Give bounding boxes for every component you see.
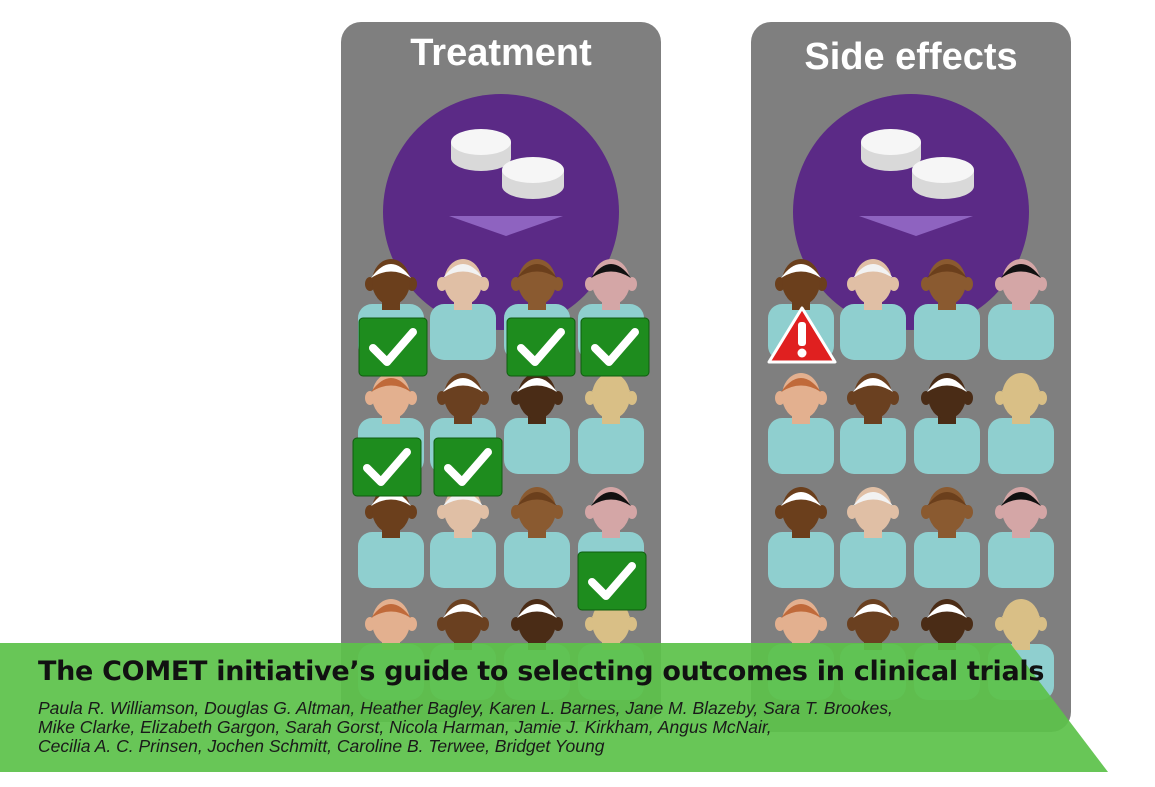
pill-icon — [861, 129, 974, 199]
author-list: Paula R. Williamson, Douglas G. Altman, … — [38, 699, 893, 756]
person-icon — [840, 373, 906, 474]
person-icon — [914, 373, 980, 474]
person-icon — [840, 259, 906, 360]
author-line: Paula R. Williamson, Douglas G. Altman, … — [38, 698, 893, 718]
treatment-panel: Treatment — [341, 22, 661, 722]
arrow-down-icon — [449, 216, 563, 236]
person-icon — [840, 487, 906, 588]
person-icon — [768, 373, 834, 474]
checkmark-icon — [577, 551, 647, 611]
checkmark-icon — [580, 317, 650, 377]
person-icon — [914, 259, 980, 360]
person-icon — [988, 259, 1054, 360]
person-icon — [358, 487, 424, 588]
person-icon — [430, 487, 496, 588]
treatment-circle — [383, 94, 619, 330]
banner-title: The COMET initiative’s guide to selectin… — [38, 656, 1045, 687]
treatment-title: Treatment — [410, 32, 592, 74]
person-icon — [914, 487, 980, 588]
person-icon — [578, 373, 644, 474]
side-effects-illustration — [767, 94, 1054, 700]
checkmark-icon — [506, 317, 576, 377]
side-effects-circle — [793, 94, 1029, 330]
person-icon — [768, 487, 834, 588]
person-icon — [988, 373, 1054, 474]
treatment-illustration — [352, 94, 650, 700]
pill-icon — [451, 129, 564, 199]
checkmark-icon — [352, 437, 422, 497]
author-line: Cecilia A. C. Prinsen, Jochen Schmitt, C… — [38, 736, 605, 756]
person-icon — [504, 373, 570, 474]
person-icon — [430, 259, 496, 360]
warning-icon — [767, 306, 837, 364]
checkmark-icon — [433, 437, 503, 497]
checkmark-icon — [358, 317, 428, 377]
person-icon — [504, 487, 570, 588]
arrow-down-icon — [859, 216, 973, 236]
side-effects-title: Side effects — [804, 36, 1018, 78]
side-effects-panel: Side effects — [751, 22, 1071, 732]
person-icon — [988, 487, 1054, 588]
author-line: Mike Clarke, Elizabeth Gargon, Sarah Gor… — [38, 717, 772, 737]
